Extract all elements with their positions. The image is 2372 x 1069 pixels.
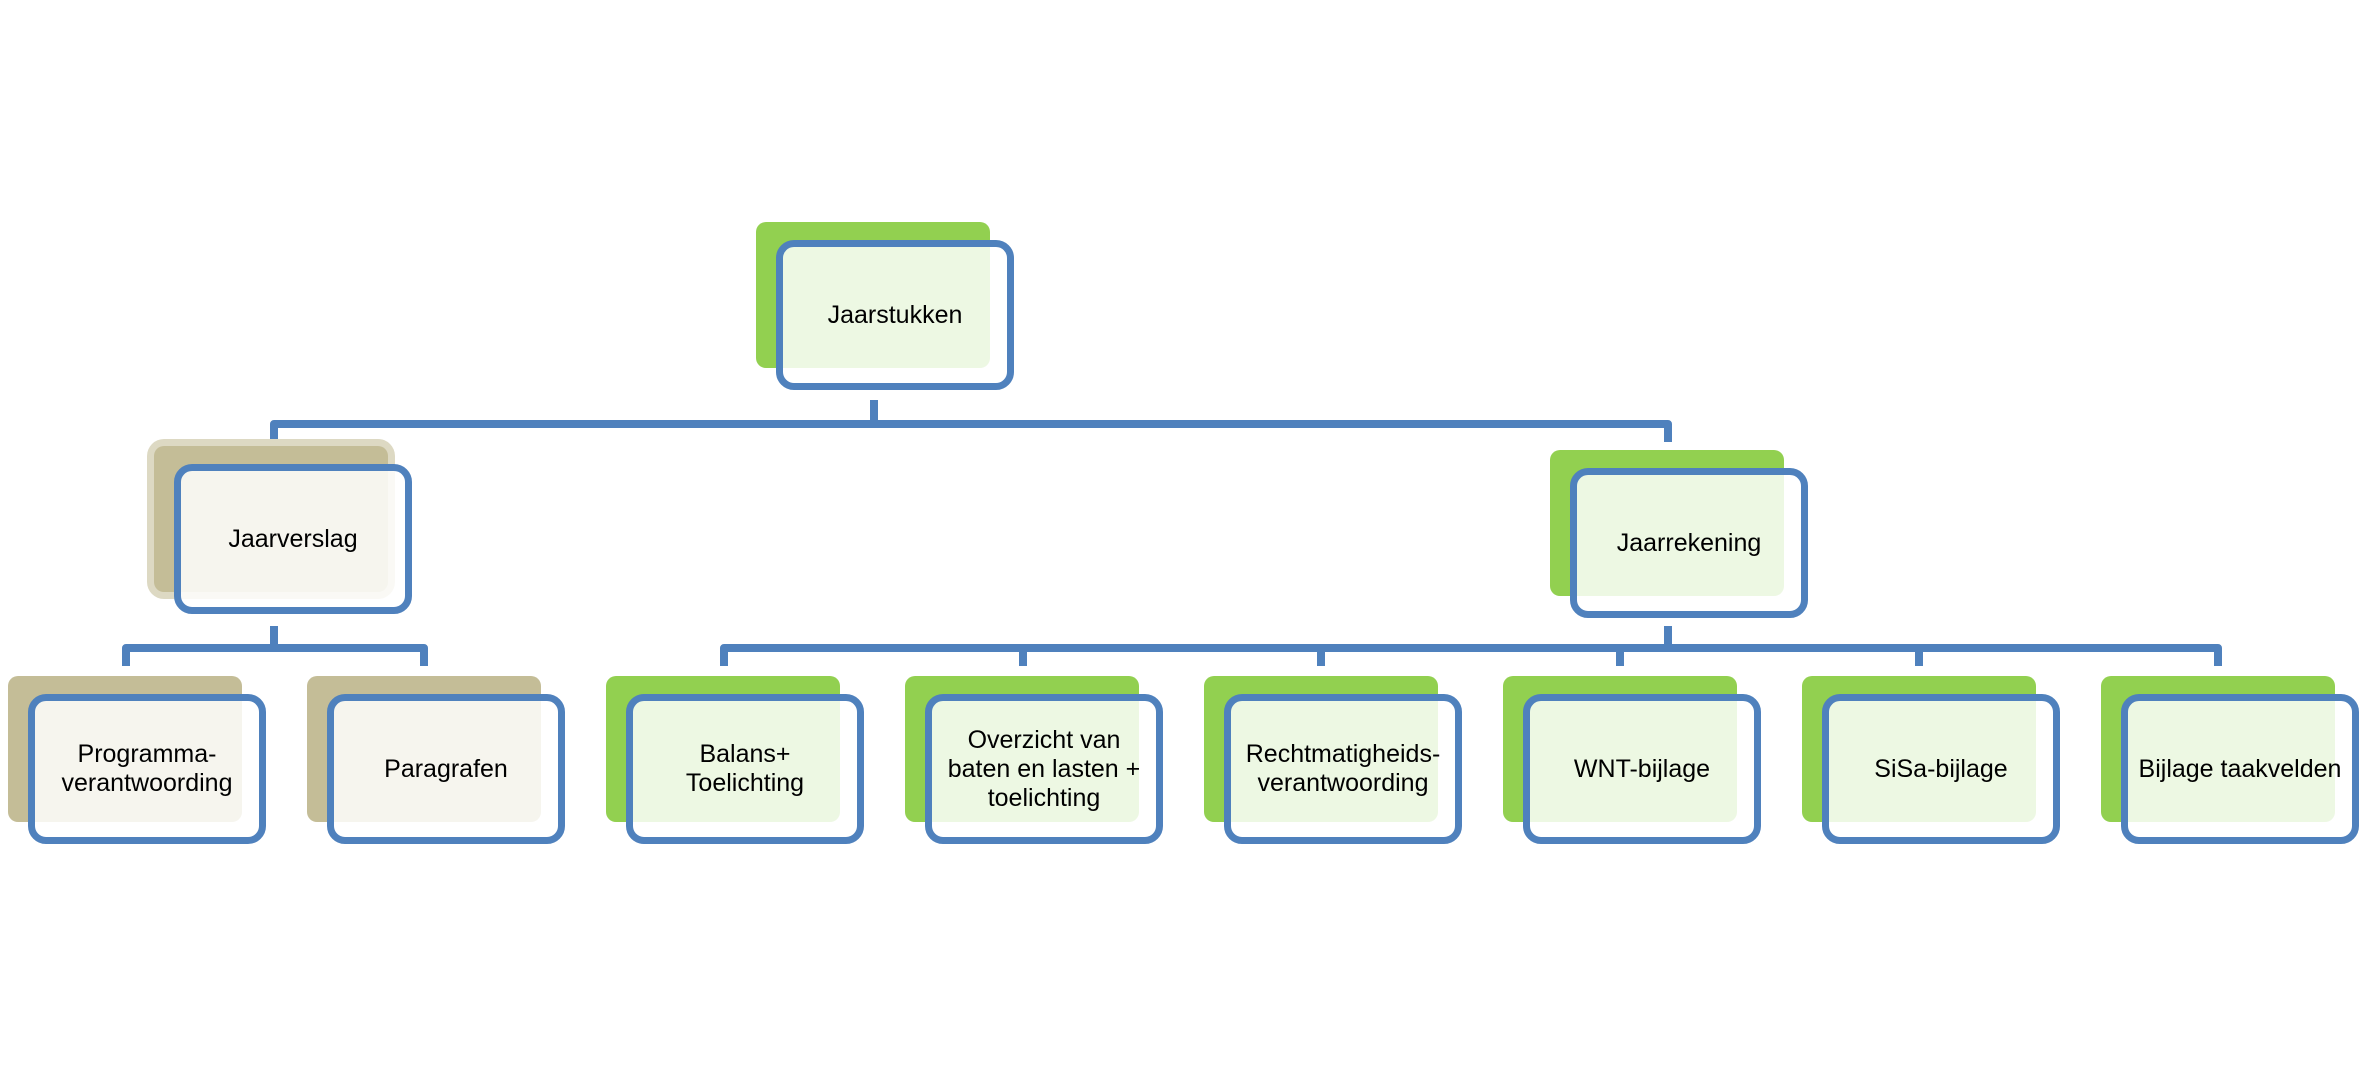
node-box: Rechtmatigheids- verantwoording — [1224, 694, 1462, 844]
node-label-rechtmatigheid: Rechtmatigheids- verantwoording — [1245, 740, 1441, 797]
node-box: Jaarverslag — [174, 464, 412, 614]
node-box: Jaarrekening — [1570, 468, 1808, 618]
node-jaarrekening: Jaarrekening — [1550, 450, 1808, 618]
node-label-paragrafen: Paragrafen — [384, 754, 508, 783]
node-sisa-bijlage: SiSa-bijlage — [1802, 676, 2060, 844]
node-label-jaarstukken: Jaarstukken — [827, 300, 963, 329]
node-label-balans: Balans+ Toelichting — [685, 740, 805, 797]
connector-root-branch-right — [874, 420, 1672, 442]
node-jaarverslag: Jaarverslag — [154, 446, 412, 614]
node-label-jaarrekening: Jaarrekening — [1616, 528, 1762, 557]
node-label-jaarverslag: Jaarverslag — [228, 524, 358, 553]
node-programmaverantwoording: Programma- verantwoording — [8, 676, 266, 844]
node-paragrafen: Paragrafen — [307, 676, 565, 844]
node-label-bijlage-taakvelden: Bijlage taakvelden — [2138, 754, 2342, 783]
node-box: Jaarstukken — [776, 240, 1014, 390]
node-bijlage-taakvelden: Bijlage taakvelden — [2101, 676, 2359, 844]
node-box: Bijlage taakvelden — [2121, 694, 2359, 844]
connector-jaarrekening-children — [720, 626, 1672, 666]
connector-jaarverslag-children — [122, 626, 278, 666]
node-box: Balans+ Toelichting — [626, 694, 864, 844]
connector-root-branch — [270, 400, 878, 440]
node-label-programmaverantwoording: Programma- verantwoording — [61, 740, 233, 797]
node-overzicht: Overzicht van baten en lasten + toelicht… — [905, 676, 1163, 844]
connector-jaarverslag-children-right — [274, 644, 428, 666]
node-box: Overzicht van baten en lasten + toelicht… — [925, 694, 1163, 844]
node-box: Paragrafen — [327, 694, 565, 844]
node-label-sisa-bijlage: SiSa-bijlage — [1874, 754, 2008, 783]
node-box: SiSa-bijlage — [1822, 694, 2060, 844]
node-box: WNT-bijlage — [1523, 694, 1761, 844]
node-wnt-bijlage: WNT-bijlage — [1503, 676, 1761, 844]
connector-jaarrekening-children-right — [1668, 644, 2222, 666]
node-label-overzicht: Overzicht van baten en lasten + toelicht… — [947, 725, 1141, 812]
node-balans: Balans+ Toelichting — [606, 676, 864, 844]
node-label-wnt-bijlage: WNT-bijlage — [1573, 754, 1711, 783]
node-box: Programma- verantwoording — [28, 694, 266, 844]
node-jaarstukken: Jaarstukken — [756, 222, 1014, 390]
node-rechtmatigheid: Rechtmatigheids- verantwoording — [1204, 676, 1462, 844]
